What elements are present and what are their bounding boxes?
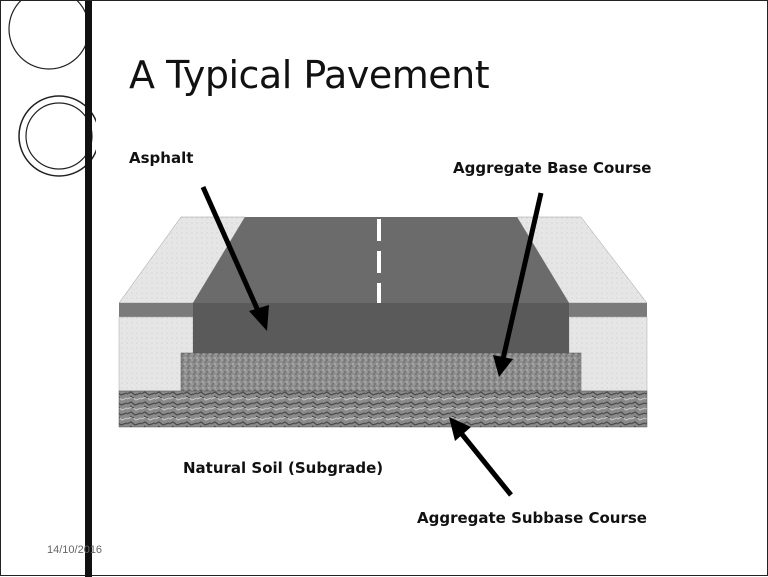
center-line-dash (377, 219, 381, 241)
label-asphalt: Asphalt (129, 149, 194, 167)
slide-title: A Typical Pavement (129, 53, 490, 97)
base-course-layer (180, 352, 582, 392)
left-shoulder-body (118, 316, 194, 392)
slide-date: 14/10/2016 (47, 544, 103, 556)
left-accent-bar (85, 1, 92, 577)
left-shoulder-edge (119, 303, 193, 317)
asphalt-arrow (200, 185, 269, 331)
right-shoulder-body (568, 316, 648, 392)
subbase-course-layer (118, 390, 648, 428)
label-natural-soil: Natural Soil (Subgrade) (183, 459, 384, 477)
label-aggregate-subbase-course: Aggregate Subbase Course (417, 509, 647, 527)
right-shoulder-edge (569, 303, 647, 317)
label-aggregate-base-course: Aggregate Base Course (453, 159, 652, 177)
base-arrow (493, 192, 544, 377)
subbase-arrow (449, 417, 513, 497)
center-line-dash (377, 251, 381, 273)
center-line-dash (377, 283, 381, 305)
